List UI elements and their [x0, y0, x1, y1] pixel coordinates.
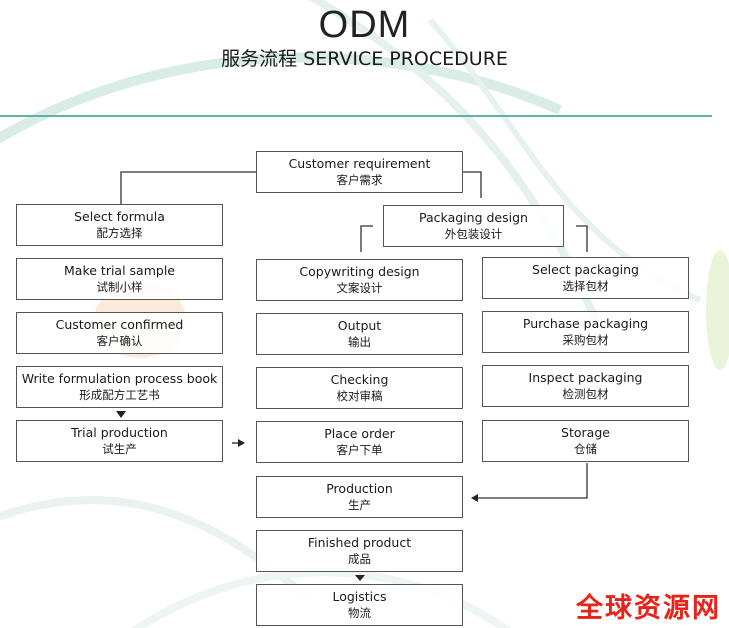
node-en-label: Customer confirmed: [55, 317, 184, 332]
node-cn-label: 采购包材: [562, 333, 609, 347]
watermark-text: 全球资源网: [576, 593, 721, 624]
node-en-label: Production: [326, 481, 393, 496]
node-trial-production: Trial production 试生产: [16, 420, 223, 462]
node-en-label: Finished product: [307, 535, 412, 550]
node-write-formulation: Write formulation process book 形成配方工艺书: [16, 366, 223, 408]
node-cn-label: 物流: [348, 606, 371, 620]
node-inspect-packaging: Inspect packaging 检测包材: [482, 365, 689, 407]
node-cn-label: 客户确认: [96, 334, 143, 348]
node-cn-label: 试制小样: [96, 280, 143, 294]
node-purchase-packaging: Purchase packaging 采购包材: [482, 311, 689, 353]
node-cn-label: 输出: [348, 335, 371, 349]
node-en-label: Write formulation process book: [21, 371, 218, 386]
node-storage: Storage 仓储: [482, 420, 689, 462]
node-en-label: Purchase packaging: [522, 316, 649, 331]
header-divider: [0, 115, 712, 117]
node-en-label: Logistics: [332, 589, 387, 604]
node-production: Production 生产: [256, 476, 463, 518]
node-cn-label: 校对审稿: [336, 389, 383, 403]
node-en-label: Select packaging: [532, 262, 639, 277]
node-checking: Checking 校对审稿: [256, 367, 463, 409]
node-cn-label: 生产: [348, 498, 371, 512]
node-en-label: Storage: [561, 425, 610, 440]
node-finished-product: Finished product 成品: [256, 530, 463, 572]
page-subtitle: 服务流程 SERVICE PROCEDURE: [221, 48, 508, 70]
node-en-label: Packaging design: [419, 210, 528, 225]
node-make-trial-sample: Make trial sample 试制小样: [16, 258, 223, 300]
node-cn-label: 外包装设计: [444, 227, 503, 241]
node-select-packaging: Select packaging 选择包材: [482, 257, 689, 299]
node-cn-label: 选择包材: [562, 279, 609, 293]
node-select-formula: Select formula 配方选择: [16, 204, 223, 246]
node-copywriting-design: Copywriting design 文案设计: [256, 259, 463, 301]
node-en-label: Copywriting design: [299, 264, 420, 279]
node-output: Output 输出: [256, 313, 463, 355]
node-customer-confirmed: Customer confirmed 客户确认: [16, 312, 223, 354]
node-cn-label: 文案设计: [336, 281, 383, 295]
node-place-order: Place order 客户下单: [256, 421, 463, 463]
node-en-label: Inspect packaging: [528, 370, 643, 385]
node-cn-label: 形成配方工艺书: [79, 388, 160, 402]
node-en-label: Place order: [324, 426, 395, 441]
node-cn-label: 检测包材: [562, 387, 609, 401]
node-en-label: Customer requirement: [288, 156, 431, 171]
page-title: ODM: [318, 4, 411, 46]
node-en-label: Select formula: [74, 209, 165, 224]
node-logistics: Logistics 物流: [256, 584, 463, 626]
node-cn-label: 仓储: [574, 442, 597, 456]
node-cn-label: 客户需求: [336, 173, 383, 187]
node-packaging-design: Packaging design 外包装设计: [383, 205, 564, 247]
node-cn-label: 试生产: [102, 442, 137, 456]
node-cn-label: 配方选择: [96, 226, 143, 240]
node-cn-label: 成品: [348, 552, 371, 566]
node-en-label: Trial production: [71, 425, 168, 440]
node-en-label: Output: [337, 318, 382, 333]
node-en-label: Make trial sample: [64, 263, 175, 278]
node-cn-label: 客户下单: [336, 443, 383, 457]
node-customer-requirement: Customer requirement 客户需求: [256, 151, 463, 193]
node-en-label: Checking: [330, 372, 389, 387]
